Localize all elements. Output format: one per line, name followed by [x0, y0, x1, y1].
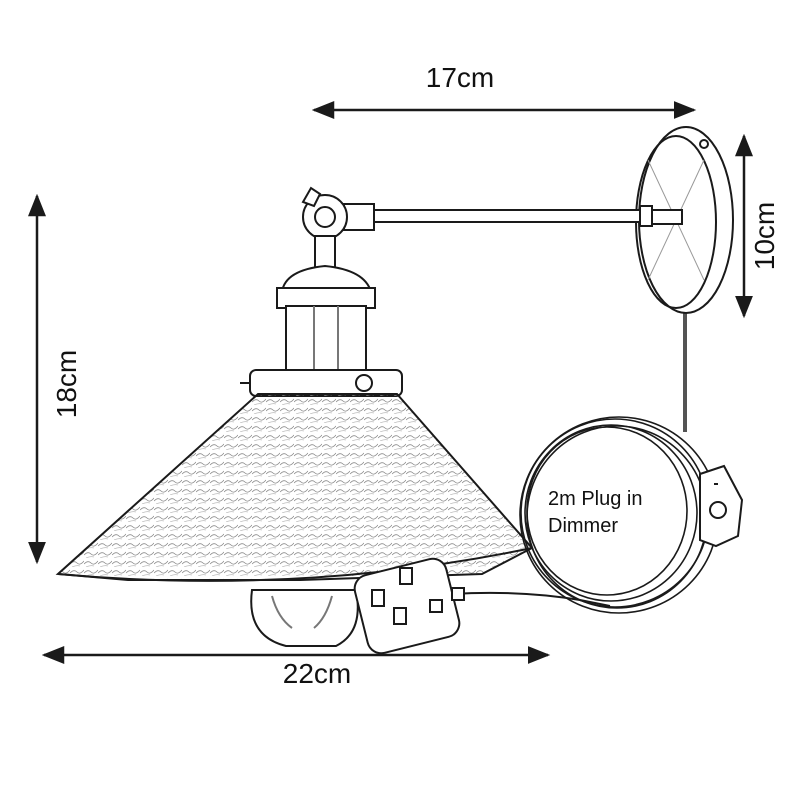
lamp-holder	[240, 264, 403, 397]
plug-cable	[451, 591, 611, 607]
width-dimension-label: 17cm	[425, 62, 495, 93]
dimmer-switch	[699, 464, 744, 548]
shade-width-dimension-label: 22cm	[282, 658, 352, 689]
swivel-joint	[301, 186, 348, 269]
lamp-arm	[343, 203, 683, 231]
backplate-dimension-label: 10cm	[749, 201, 780, 271]
power-cable	[683, 312, 687, 432]
plug-caption-line-2: Dimmer	[548, 515, 618, 537]
plug-dimmer-caption: 2m Plug in Dimmer	[548, 486, 678, 540]
light-bulb	[250, 589, 359, 647]
height-dimension-label: 18cm	[51, 349, 82, 419]
uk-plug	[353, 557, 465, 655]
plug-caption-line-1: 2m Plug in	[548, 488, 643, 510]
lamp-shade	[55, 393, 534, 582]
